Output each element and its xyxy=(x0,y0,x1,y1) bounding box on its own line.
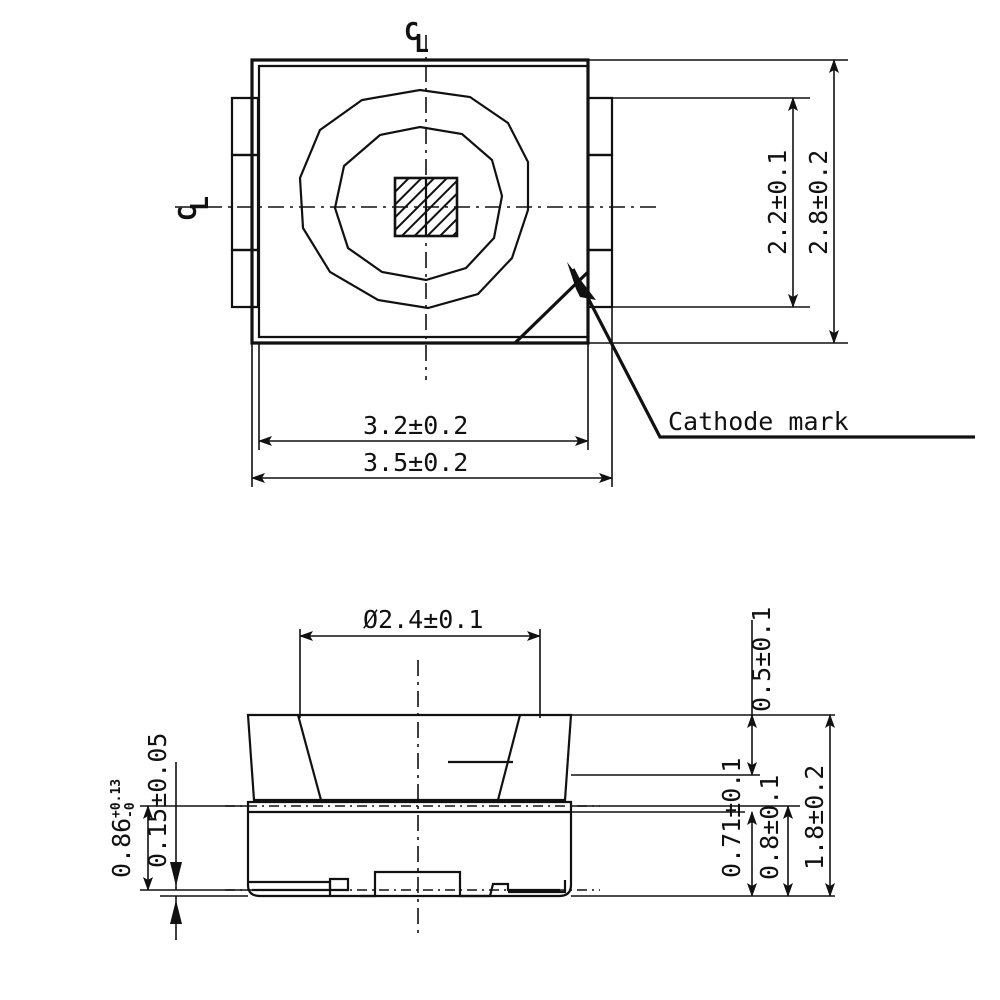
dim-label-lead-height-plus: +0.13 xyxy=(109,779,124,818)
lens-edge-left xyxy=(296,714,323,801)
svg-text:L: L xyxy=(185,196,214,211)
dim-label-3p2: 3.2±0.2 xyxy=(363,411,468,440)
cathode-mark-arrowhead xyxy=(567,262,596,300)
lens-dome-body xyxy=(246,713,573,802)
svg-text:C: C xyxy=(173,206,202,221)
dim-label-dome-height: 0.5±0.1 xyxy=(747,607,776,712)
dim-label-3p5: 3.5±0.2 xyxy=(363,448,468,477)
lens-outer-polygon xyxy=(298,88,530,310)
lens-edge-right xyxy=(496,714,522,801)
dim-label-body-height: 0.71±0.1 xyxy=(717,758,746,878)
lens-inner-polygon xyxy=(333,125,504,282)
dim-label-lead-height: 0.86 xyxy=(107,818,136,878)
center-pad xyxy=(360,870,490,898)
dim-label-lens-diameter: Ø2.4±0.1 xyxy=(363,605,483,634)
lead-pad-left-outer xyxy=(248,880,332,896)
dim-arrow-0p15-top xyxy=(170,862,182,886)
cathode-mark-label: Cathode mark xyxy=(668,407,849,436)
centerline-symbol-horizontal: C L xyxy=(173,196,214,221)
svg-text:L: L xyxy=(414,29,429,58)
dim-label-total-height: 1.8±0.2 xyxy=(800,765,829,870)
svg-text:C: C xyxy=(404,17,419,46)
side-view-group: Ø2.4±0.1 0.86 +0.13 -0 0.15±0.05 0.5±0.1… xyxy=(107,605,835,940)
lead-pad-right-outer xyxy=(508,880,567,894)
dim-label-lead-thickness: 0.15±0.05 xyxy=(143,733,172,868)
package-outline-inner xyxy=(257,64,590,339)
dim-label-2p2: 2.2±0.1 xyxy=(763,150,792,255)
dim-label-2p8: 2.8±0.2 xyxy=(804,150,833,255)
lead-pad-right xyxy=(488,882,560,897)
dim-label-base-height: 0.8±0.1 xyxy=(755,775,784,880)
dim-label-lead-height-minus: -0 xyxy=(123,802,138,818)
top-view-group: C L C L 2.2±0.1 2.8±0.2 3.2±0.2 3.5±0.2 … xyxy=(173,17,975,487)
dim-label-lead-height-group: 0.86 +0.13 -0 xyxy=(107,779,138,878)
cathode-mark-leader xyxy=(571,268,975,439)
dim-arrow-0p15-bot xyxy=(170,900,182,924)
centerline-symbol-vertical: C L xyxy=(404,17,429,58)
